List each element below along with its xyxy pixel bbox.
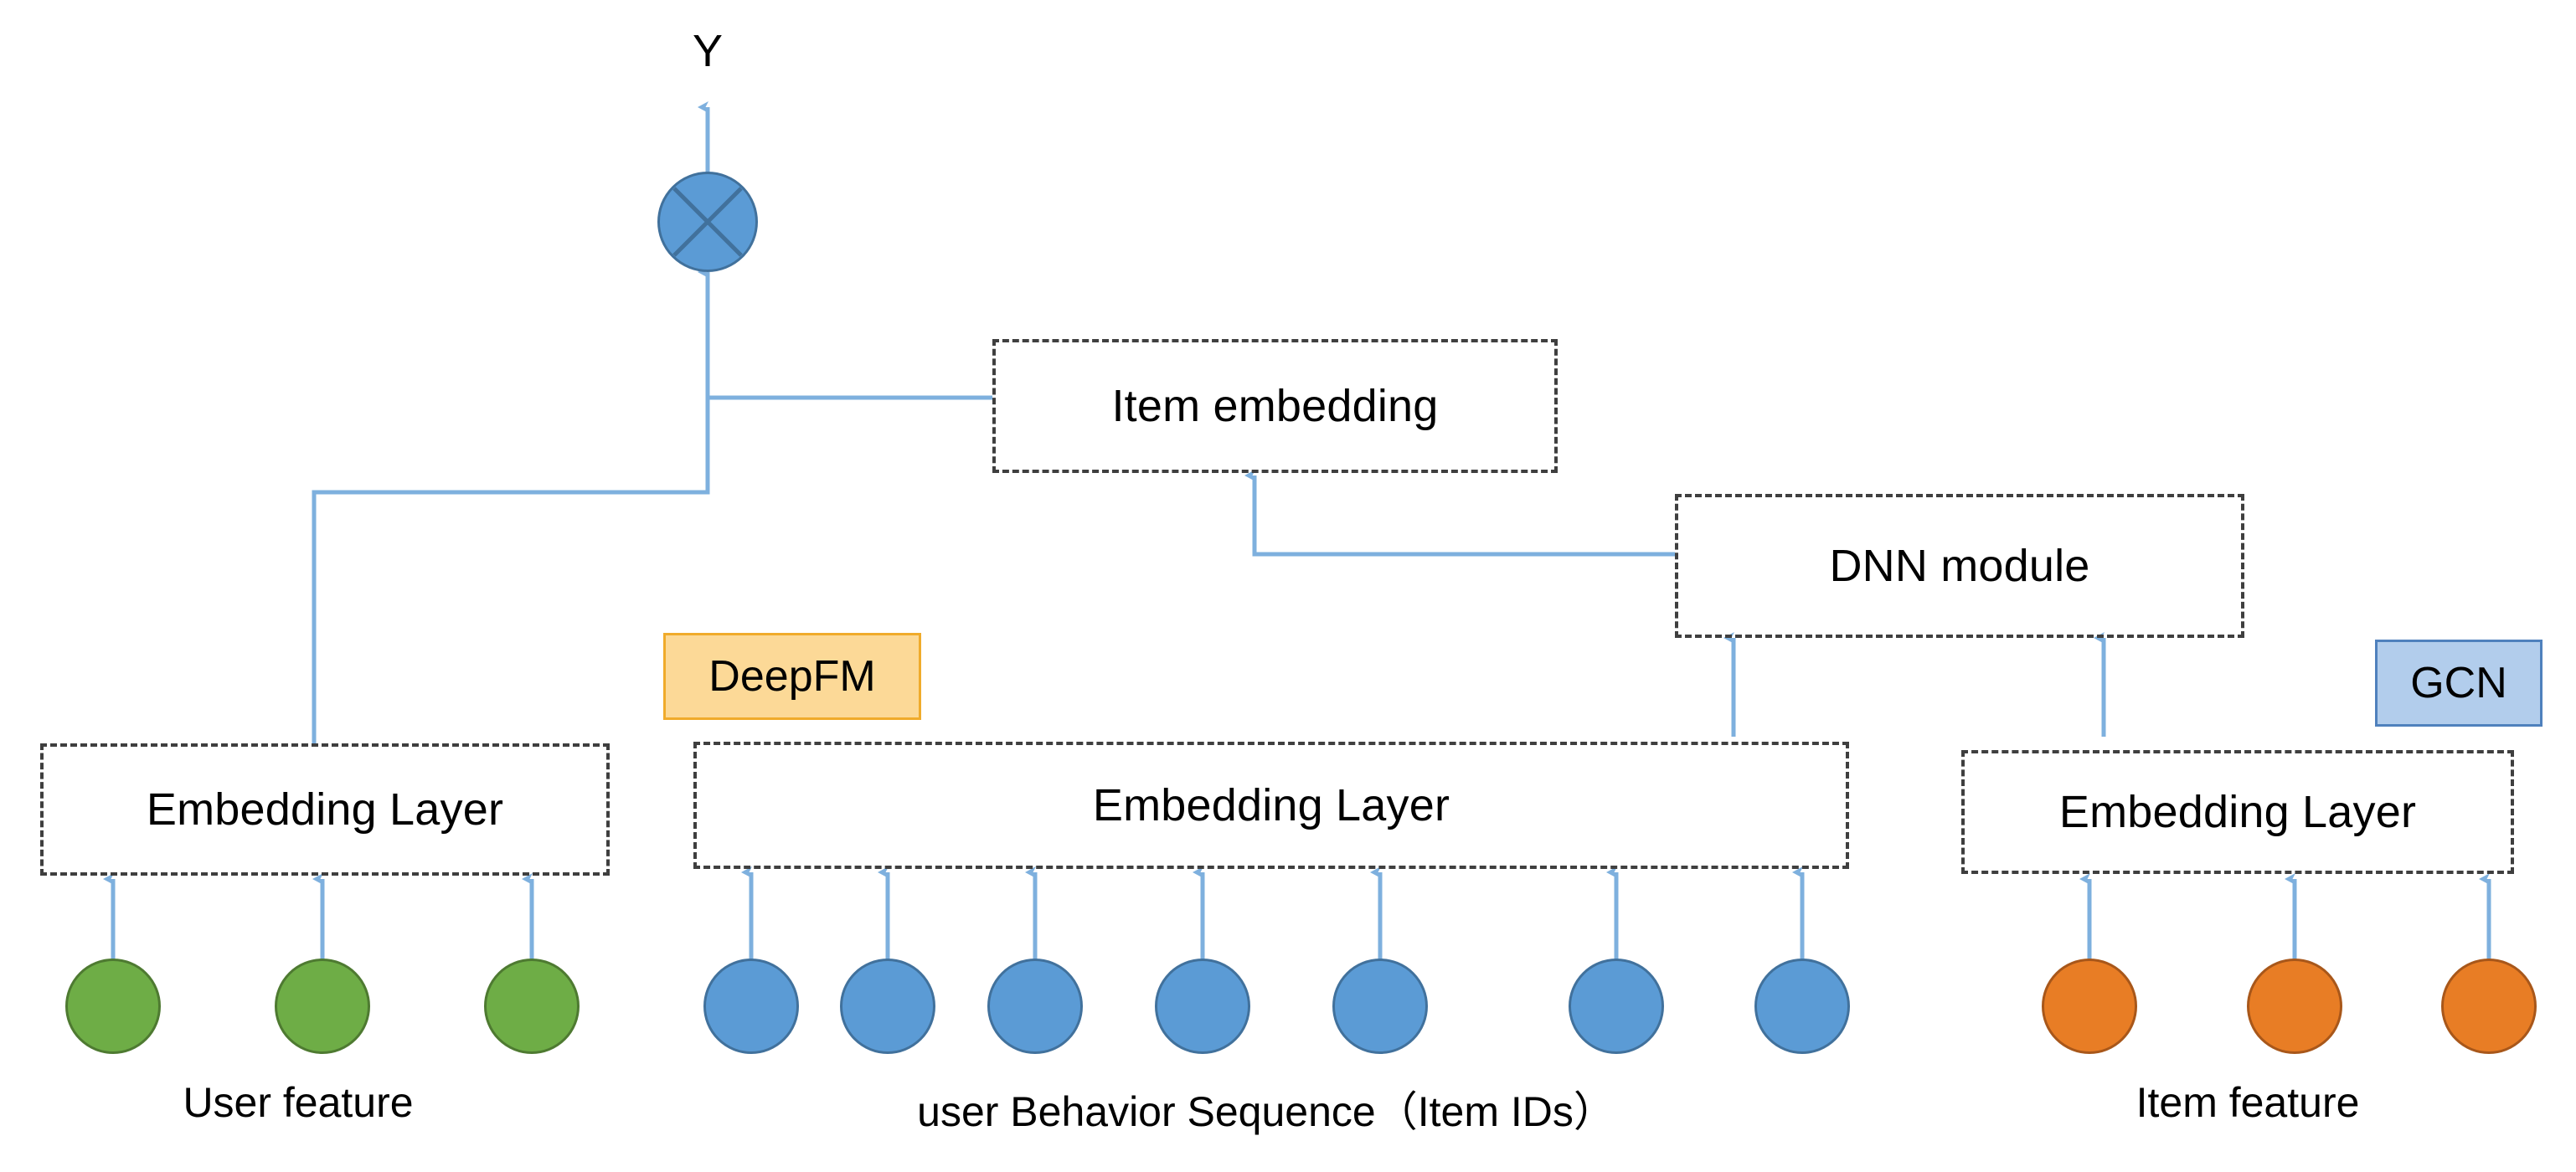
dnn-module-box[interactable]: DNN module xyxy=(1675,494,2244,638)
behavior-sequence-node[interactable] xyxy=(987,959,1083,1054)
caption-user-feature: User feature xyxy=(183,1079,414,1126)
wire-trunk-to-user-embedding xyxy=(312,398,710,743)
behavior-sequence-node[interactable] xyxy=(1569,959,1664,1054)
item-embedding-label: Item embedding xyxy=(1111,381,1439,431)
deepfm-badge-label: DeepFM xyxy=(708,652,876,701)
deepfm-badge[interactable]: DeepFM xyxy=(663,633,921,720)
user-feature-node[interactable] xyxy=(65,959,161,1054)
embedding-layer-behavior-label: Embedding Layer xyxy=(1092,780,1450,830)
behavior-sequence-node[interactable] xyxy=(1754,959,1850,1054)
embedding-layer-item-label: Embedding Layer xyxy=(2058,787,2417,837)
user-feature-node[interactable] xyxy=(275,959,370,1054)
embedding-layer-behavior-box[interactable]: Embedding Layer xyxy=(693,742,1849,869)
wire-dnn-to-item-embedding xyxy=(1244,470,1675,557)
caption-item-feature: Item feature xyxy=(2136,1079,2360,1126)
multiply-operator-node[interactable] xyxy=(657,172,758,272)
dnn-module-label: DNN module xyxy=(1829,541,2090,591)
item-feature-node[interactable] xyxy=(2441,959,2537,1054)
behavior-sequence-node[interactable] xyxy=(703,959,799,1054)
item-feature-node[interactable] xyxy=(2247,959,2342,1054)
cross-in-circle-icon xyxy=(672,187,743,257)
caption-behavior-sequence: user Behavior Sequence（Item IDs） xyxy=(917,1088,1615,1135)
behavior-sequence-node[interactable] xyxy=(1332,959,1428,1054)
gcn-badge-label: GCN xyxy=(2410,659,2507,707)
output-label: Y xyxy=(692,26,724,76)
embedding-layer-user-label: Embedding Layer xyxy=(146,784,504,835)
gcn-badge[interactable]: GCN xyxy=(2375,640,2543,727)
item-embedding-box[interactable]: Item embedding xyxy=(992,339,1558,473)
behavior-sequence-node[interactable] xyxy=(1155,959,1250,1054)
embedding-layer-item-box[interactable]: Embedding Layer xyxy=(1961,750,2514,874)
user-feature-node[interactable] xyxy=(484,959,580,1054)
behavior-sequence-node[interactable] xyxy=(840,959,935,1054)
item-feature-node[interactable] xyxy=(2042,959,2137,1054)
embedding-layer-user-box[interactable]: Embedding Layer xyxy=(40,743,610,876)
